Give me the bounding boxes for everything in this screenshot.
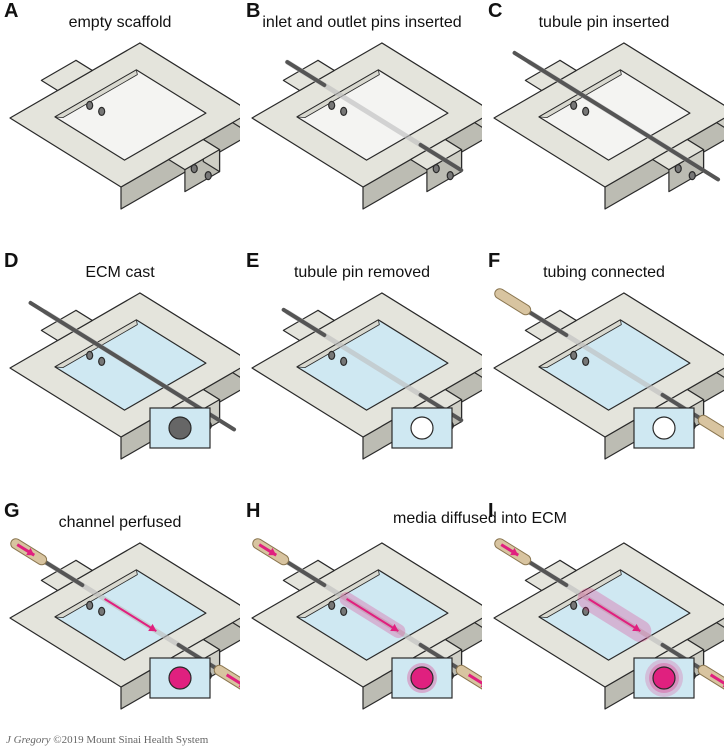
- credit-author: J Gregory: [6, 734, 51, 746]
- panel-title: tubing connected: [543, 264, 665, 281]
- panel-title: tubule pin removed: [293, 264, 431, 281]
- panel-letter: C: [488, 0, 503, 22]
- pin: [523, 557, 569, 588]
- panel-title: tubule pin inserted: [538, 14, 670, 31]
- flow-arrow: [510, 547, 519, 556]
- panel-letter: B: [246, 0, 261, 22]
- pin: [285, 60, 327, 88]
- pin: [418, 142, 464, 173]
- panel-letter: A: [4, 0, 19, 22]
- panel-title: channel perfused: [58, 514, 182, 531]
- scaffold-illustration: [9, 292, 240, 460]
- panel-letter: I: [488, 500, 494, 522]
- panel-i: I: [484, 500, 724, 740]
- panel-title: ECM cast: [85, 264, 155, 281]
- cross-section-inset: [633, 657, 695, 699]
- scaffold: [251, 42, 482, 210]
- panel-title: empty scaffold: [68, 14, 172, 31]
- scaffold-illustration: [251, 538, 482, 710]
- cross-section-inset: [149, 407, 211, 449]
- flow-arrow: [390, 623, 399, 632]
- flow-arrow: [238, 684, 240, 688]
- pin: [281, 307, 327, 338]
- panel-letter: G: [4, 500, 20, 522]
- cross-section-inset: [149, 657, 211, 699]
- panel-letter: E: [246, 250, 260, 272]
- scaffold: [9, 42, 240, 210]
- panel-d: D ECM cast: [0, 250, 240, 490]
- panel-letter: H: [246, 500, 261, 522]
- flow-arrow: [480, 684, 482, 688]
- panel-letter: F: [488, 250, 501, 272]
- cross-section-inset: [391, 407, 453, 449]
- cross-section-inset: [391, 657, 453, 699]
- pin: [281, 557, 327, 588]
- scaffold-illustration: [493, 288, 724, 460]
- credit-text: ©2019 Mount Sinai Health System: [53, 734, 209, 746]
- flow-arrow: [148, 623, 157, 632]
- cross-section-inset: [633, 407, 695, 449]
- flow-arrow: [26, 547, 35, 556]
- scaffold: [493, 42, 724, 210]
- scaffold-illustration: [9, 42, 240, 210]
- pin: [39, 557, 85, 588]
- credit-line: J Gregory ©2019 Mount Sinai Health Syste…: [6, 734, 208, 746]
- flow-arrow: [268, 547, 277, 556]
- scaffold-illustration: [251, 42, 482, 210]
- flow-arrow: [632, 623, 641, 632]
- panel-h: H: [242, 500, 482, 740]
- panel-title: inlet and outlet pins inserted: [262, 14, 462, 31]
- pin: [512, 50, 721, 182]
- scaffold-illustration: [9, 538, 240, 710]
- shared-title-h-i: media diffused into ECM: [392, 510, 567, 527]
- pin: [523, 307, 569, 338]
- scaffold-illustration: [493, 42, 724, 210]
- panel-letter: D: [4, 250, 19, 272]
- scaffold-illustration: [251, 292, 482, 460]
- scaffold-illustration: [493, 538, 724, 710]
